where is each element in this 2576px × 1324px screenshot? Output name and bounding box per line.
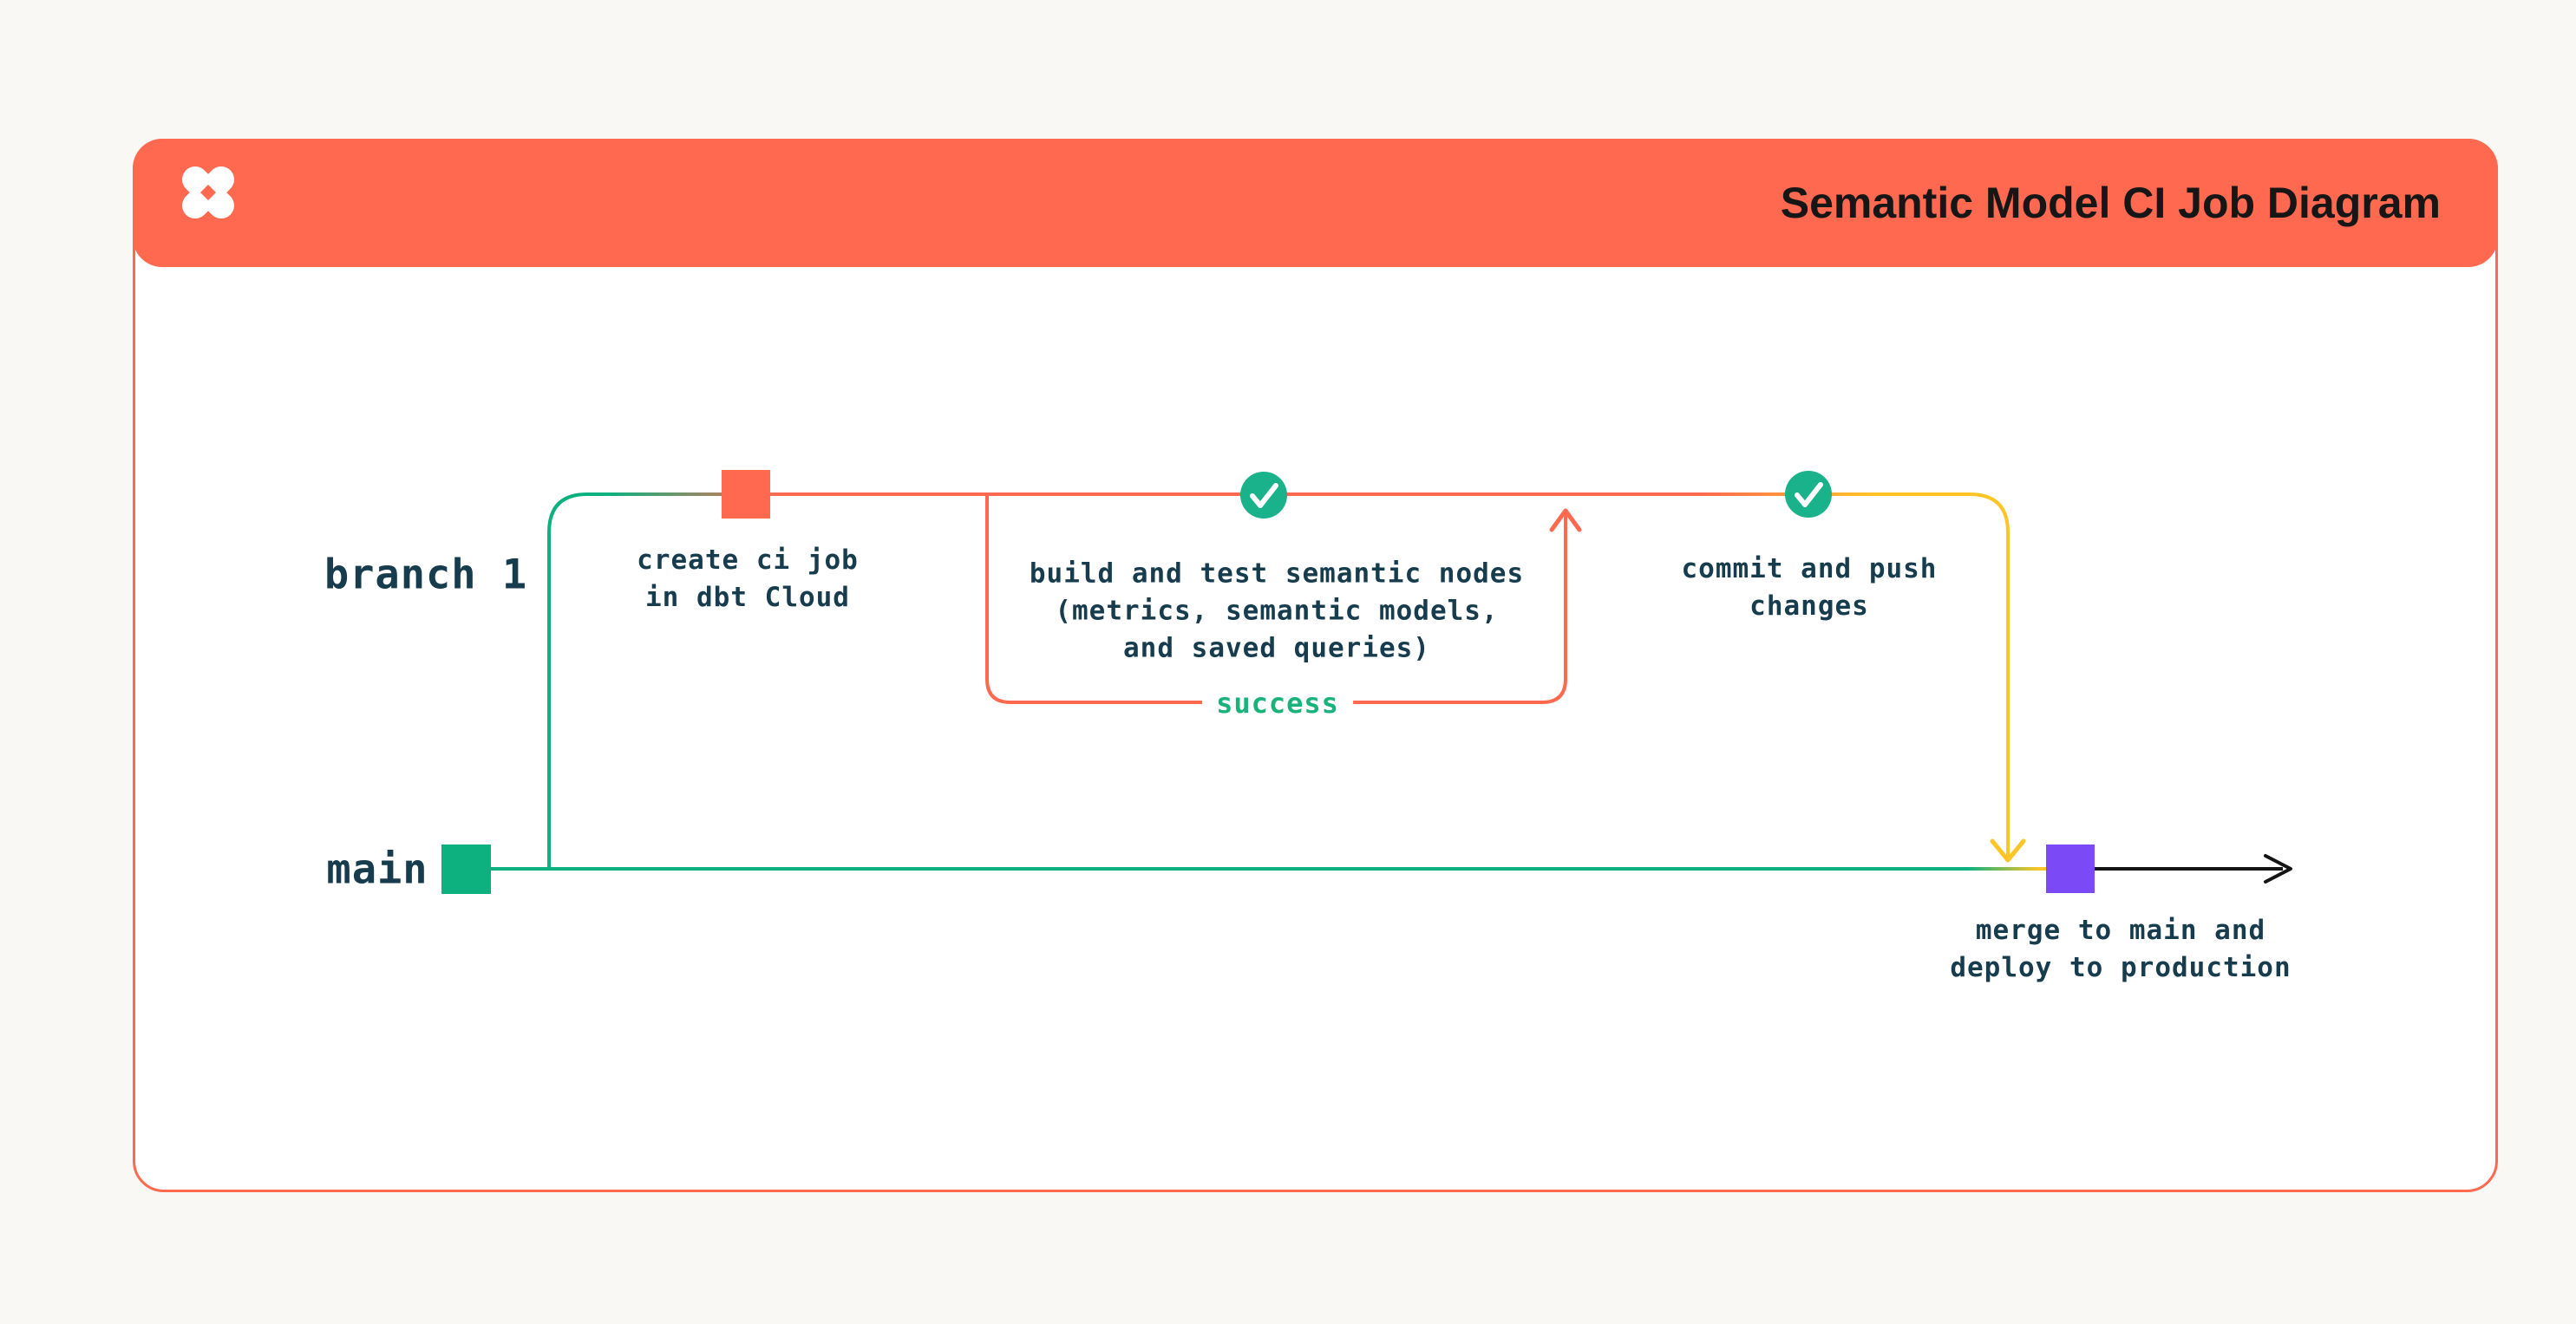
main-label: main	[326, 845, 428, 894]
page-title: Semantic Model CI Job Diagram	[1780, 179, 2441, 227]
card-header: Semantic Model CI Job Diagram	[133, 139, 2498, 267]
node-label-create-ci-job: create ci job in dbt Cloud	[637, 545, 859, 613]
branch1-label: branch 1	[324, 551, 528, 599]
success-loop-arrowhead-icon	[1549, 508, 1582, 532]
node-label-merge-deploy: merge to main and deploy to production	[1950, 915, 2292, 983]
check-circle-commit-push-icon	[1785, 471, 1832, 518]
commit-square-merge-deploy	[2046, 845, 2095, 893]
commit-square-create-ci-job	[722, 470, 770, 519]
production-arrowhead-icon	[2264, 854, 2292, 884]
node-label-build-and-test: build and test semantic nodes (metrics, …	[1029, 558, 1525, 664]
node-label-commit-and-push: commit and push changes	[1681, 553, 1938, 622]
diagram-card	[133, 139, 2498, 1192]
success-loop-label: success	[1202, 685, 1353, 721]
merge-arrowhead-icon	[1990, 838, 2026, 863]
check-circle-build-test-icon	[1240, 472, 1287, 519]
dbt-logo-icon	[172, 156, 245, 229]
commit-square-main-start	[441, 845, 491, 894]
